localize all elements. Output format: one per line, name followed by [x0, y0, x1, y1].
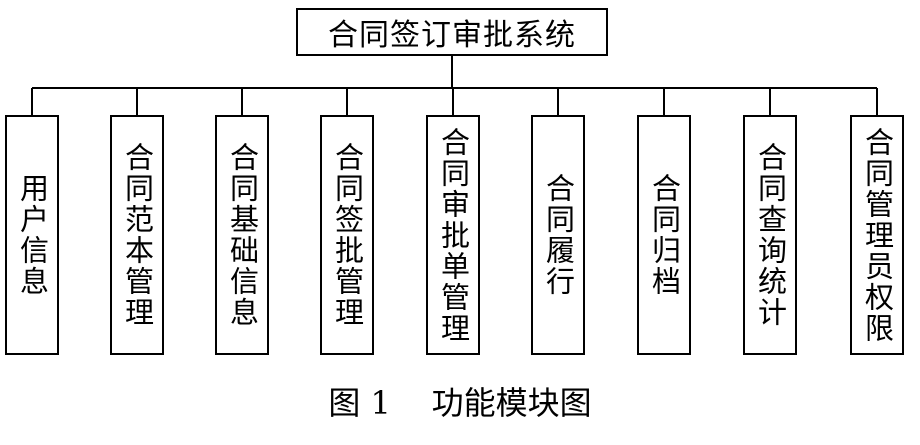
module-node-admin-permissions: 合同管理员权限	[850, 115, 904, 355]
module-node-approval-form: 合同审批单管理	[426, 115, 480, 355]
module-label: 合同管理员权限	[860, 126, 895, 344]
module-label: 合同归档	[647, 173, 682, 297]
module-node-user-info: 用户信息	[5, 115, 59, 355]
module-node-contract-template: 合同范本管理	[110, 115, 164, 355]
module-node-contract-archive: 合同归档	[637, 115, 691, 355]
module-label: 合同范本管理	[120, 142, 155, 328]
module-label: 合同基础信息	[225, 142, 260, 328]
module-node-contract-signing: 合同签批管理	[320, 115, 374, 355]
module-label: 合同审批单管理	[436, 126, 471, 344]
module-node-contract-basic-info: 合同基础信息	[215, 115, 269, 355]
module-label: 合同签批管理	[330, 142, 365, 328]
module-node-query-statistics: 合同查询统计	[743, 115, 797, 355]
figure-caption: 图 1 功能模块图	[328, 384, 592, 422]
root-label: 合同签订审批系统	[328, 18, 576, 53]
module-label: 合同履行	[541, 173, 576, 297]
module-label: 合同查询统计	[753, 142, 788, 328]
module-node-contract-performance: 合同履行	[531, 115, 585, 355]
root-node: 合同签订审批系统	[296, 8, 608, 56]
module-label: 用户信息	[15, 173, 50, 297]
